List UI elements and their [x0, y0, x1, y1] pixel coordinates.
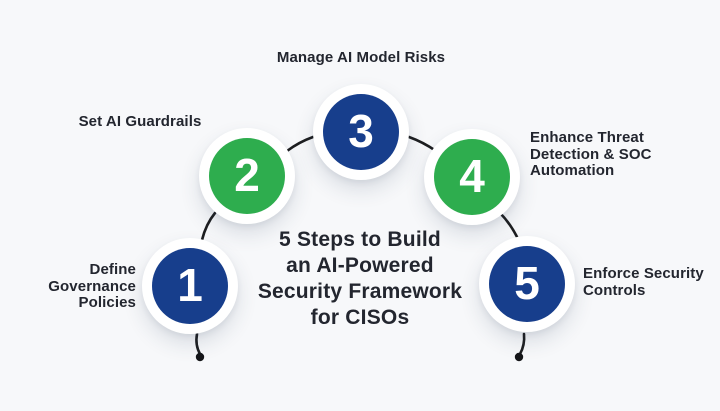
pin-dot-step5	[514, 352, 524, 362]
pin-dot-step1	[195, 352, 205, 362]
step-circle-4-fill: 4	[434, 139, 510, 215]
step-circle-1-fill: 1	[152, 248, 228, 324]
step-circle-3: 3	[313, 84, 409, 180]
step-circle-2: 2	[199, 128, 295, 224]
step-label-5: Enforce Security Controls	[583, 265, 704, 299]
step-label-2: Set AI Guardrails	[78, 113, 202, 130]
step-circle-5: 5	[479, 236, 575, 332]
step-circle-4: 4	[424, 129, 520, 225]
step-number-3: 3	[348, 105, 374, 157]
step-circle-1: 1	[142, 238, 238, 334]
step-number-4: 4	[459, 150, 485, 202]
step-label-1: Define Governance Policies	[48, 261, 136, 311]
pin-line-step1	[195, 332, 202, 356]
step-number-1: 1	[177, 259, 203, 311]
pin-line-step5	[518, 332, 526, 356]
step-circle-3-fill: 3	[323, 94, 399, 170]
step-number-2: 2	[234, 149, 260, 201]
connector-step2-step3	[285, 135, 315, 153]
step-circle-2-fill: 2	[209, 138, 285, 214]
step-label-3: Manage AI Model Risks	[276, 49, 446, 66]
page-title: 5 Steps to Build an AI-Powered Security …	[257, 228, 463, 329]
connector-step1-step2	[200, 211, 217, 242]
step-label-4: Enhance Threat Detection & SOC Automatio…	[530, 129, 652, 179]
step-circle-5-fill: 5	[489, 246, 565, 322]
step-number-5: 5	[514, 257, 540, 309]
